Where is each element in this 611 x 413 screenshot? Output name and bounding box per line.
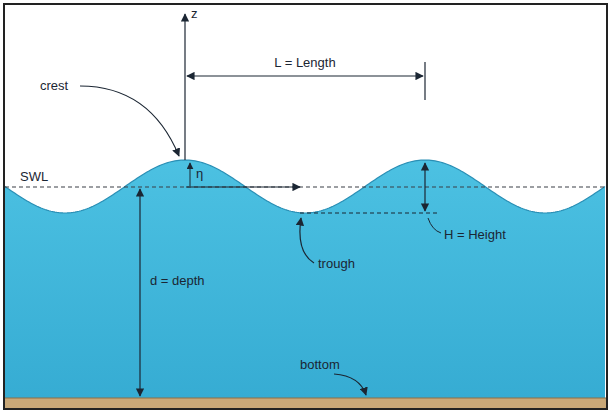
height-dimension [424, 163, 425, 211]
height-leader [428, 218, 441, 233]
frame [4, 4, 607, 409]
depth-dimension [139, 189, 140, 396]
x-axis [186, 186, 300, 187]
axis-label: z [191, 6, 198, 21]
z-axis [184, 14, 185, 160]
trough-leader [300, 218, 314, 263]
trough-label: trough [318, 256, 355, 271]
eta-label: η [196, 166, 203, 181]
sea-bottom [4, 398, 607, 409]
trough-level-line [300, 213, 440, 214]
water-body [5, 160, 605, 398]
water-surface [5, 160, 605, 213]
bottom-leader [334, 374, 366, 395]
swl-label: SWL [20, 169, 48, 184]
swl-line [5, 186, 606, 187]
length-end-bar [424, 62, 425, 100]
crest-leader [80, 86, 179, 156]
eta-arrow [190, 163, 191, 186]
sky-ground [4, 4, 607, 409]
height-label: H = Height [444, 227, 506, 242]
bottom-label: bottom [300, 357, 340, 372]
bottom-line [4, 398, 607, 399]
length-dimension [187, 75, 423, 76]
length-label: L = Length [274, 55, 335, 70]
crest-label: crest [40, 78, 68, 93]
depth-label: d = depth [150, 273, 205, 288]
